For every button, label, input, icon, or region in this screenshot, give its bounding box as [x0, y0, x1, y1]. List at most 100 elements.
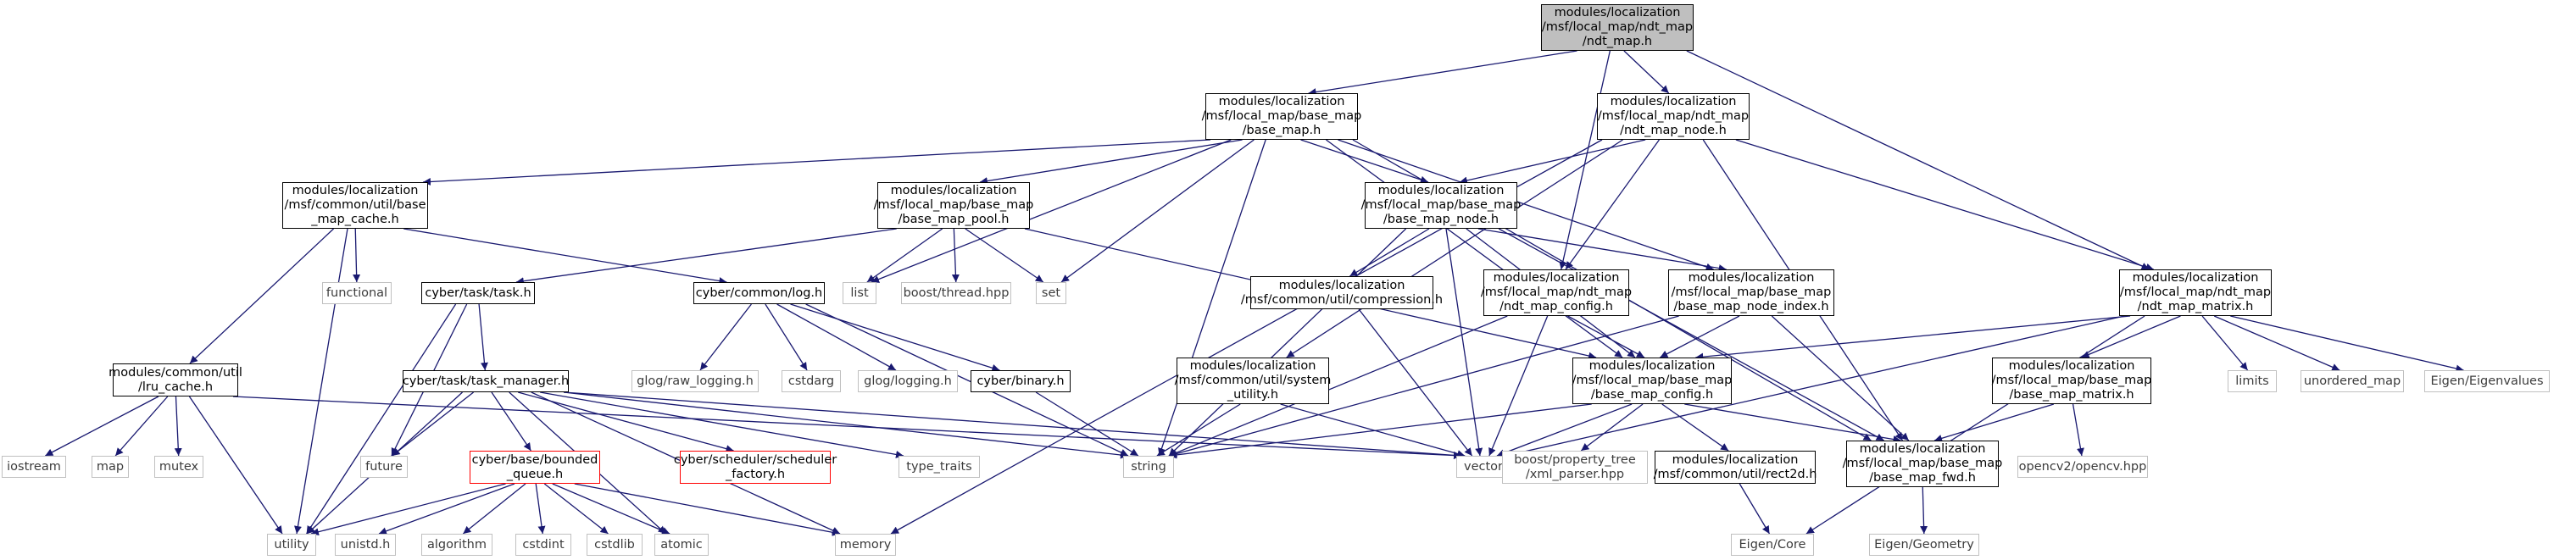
edge-base_map_node-to-string [1168, 228, 1407, 457]
node-ndt-map-config-h[interactable]: modules/localization /msf/local_map/ndt_… [1481, 269, 1632, 316]
node-limits[interactable]: limits [2228, 370, 2277, 392]
edge-ndt_map_config-to-base_map_config [1567, 315, 1645, 358]
node-atomic[interactable]: atomic [654, 534, 709, 556]
node-cyber-binary-h[interactable]: cyber/binary.h [971, 370, 1071, 392]
node-base-map-fwd-h[interactable]: modules/localization /msf/local_map/base… [1843, 441, 2002, 487]
node-base-map-matrix-h[interactable]: modules/localization /msf/local_map/base… [1992, 358, 2151, 404]
node-system-utility-h[interactable]: modules/localization /msf/common/util/sy… [1175, 358, 1331, 404]
node-string[interactable]: string [1123, 456, 1174, 478]
node-ndt-map-matrix-h[interactable]: modules/localization /msf/local_map/ndt_… [2119, 269, 2272, 316]
edge-base_map-to-base_map_config [1326, 139, 1623, 358]
edge-base_map_node_index-to-base_map_config [1660, 315, 1740, 358]
node-compression-h[interactable]: modules/localization /msf/common/util/co… [1241, 276, 1443, 309]
node-base-map-node-h[interactable]: modules/localization /msf/local_map/base… [1361, 182, 1521, 229]
edge-task_manager-to-type_traits [540, 391, 904, 458]
node-ndt-map-h[interactable]: modules/localization /msf/local_map/ndt_… [1541, 4, 1694, 51]
edge-base_map-to-base_map_node_index [1338, 139, 1714, 271]
node-bounded-queue-h[interactable]: cyber/base/bounded _queue.h [470, 451, 600, 484]
node-glog-raw-logging-h[interactable]: glog/raw_logging.h [631, 370, 759, 392]
node-cstdlib[interactable]: cstdlib [587, 534, 643, 556]
edge-log-to-cstdarg [765, 303, 808, 371]
edge-base_map-to-list [871, 139, 1232, 283]
edge-lru_cache-to-vector [232, 396, 1462, 460]
edge-base_map_pool-to-set [965, 228, 1044, 283]
node-base-map-pool-h[interactable]: modules/localization /msf/local_map/base… [874, 182, 1033, 229]
node-unistd-h[interactable]: unistd.h [335, 534, 396, 556]
node-set[interactable]: set [1036, 282, 1066, 304]
edge-base_map_config-to-xml_parser [1580, 403, 1644, 452]
edge-task-to-utility [306, 303, 457, 535]
edge-base_map_node-to-base_map_node_index [1477, 228, 1727, 272]
edge-base_map_cache-to-lru_cache [189, 228, 335, 364]
edge-task_manager-to-scheduler_factory [517, 391, 734, 452]
edge-base_map_cache-to-functional [353, 228, 361, 283]
node-mutex[interactable]: mutex [154, 456, 203, 478]
edge-ndt_map-to-ndt_map_config [1559, 50, 1611, 270]
edge-ndt_map_matrix-to-base_map_matrix [2081, 315, 2181, 358]
node-functional[interactable]: functional [322, 282, 392, 304]
node-cyber-common-log-h[interactable]: cyber/common/log.h [693, 282, 825, 304]
node-utility[interactable]: utility [267, 534, 316, 556]
edge-base_map-to-set [1060, 139, 1255, 283]
node-cyber-task-task-manager-h[interactable]: cyber/task/task_manager.h [403, 370, 569, 392]
node-iostream[interactable]: iostream [2, 456, 66, 478]
edge-ndt_map_config-to-string [1168, 315, 1508, 457]
edge-base_map_matrix-to-opencv [2072, 403, 2084, 457]
node-list[interactable]: list [843, 282, 876, 304]
edge-log-to-string [805, 303, 1129, 457]
edge-base_map_config-to-base_map_fwd [1684, 403, 1901, 443]
node-scheduler-factory-h[interactable]: cyber/scheduler/scheduler _factory.h [674, 451, 837, 484]
edge-bounded_queue-to-algorithm [462, 483, 526, 535]
node-eigen-eigenvalues[interactable]: Eigen/Eigenvalues [2424, 370, 2550, 392]
node-eigen-core[interactable]: Eigen/Core [1731, 534, 1814, 556]
edge-bounded_queue-to-memory [574, 483, 841, 536]
node-unordered-map[interactable]: unordered_map [2301, 370, 2404, 392]
node-opencv-hpp[interactable]: opencv2/opencv.hpp [2017, 456, 2148, 478]
edge-ndt_map_matrix-to-vector [1505, 315, 2125, 458]
node-boost-thread-hpp[interactable]: boost/thread.hpp [901, 282, 1011, 304]
edge-ndt_map_matrix-to-base_map_config [1695, 315, 2131, 361]
node-base-map-cache-h[interactable]: modules/localization /msf/common/util/ba… [282, 182, 428, 229]
node-lru-cache-h[interactable]: modules/common/util /lru_cache.h [108, 363, 242, 396]
node-rect2d-h[interactable]: modules/localization /msf/common/util/re… [1654, 451, 1817, 484]
node-base-map-config-h[interactable]: modules/localization /msf/local_map/base… [1572, 358, 1732, 404]
node-cstdint[interactable]: cstdint [515, 534, 571, 556]
node-memory[interactable]: memory [835, 534, 896, 556]
edge-ndt_map_node-to-ndt_map_config [1565, 139, 1660, 270]
edge-base_map_fwd-to-eigen_geometry [1920, 486, 1928, 535]
node-ndt-map-node-h[interactable]: modules/localization /msf/local_map/ndt_… [1597, 93, 1750, 140]
edge-ndt_map_matrix-to-eigenvalues [2230, 315, 2464, 373]
node-algorithm[interactable]: algorithm [421, 534, 492, 556]
edge-base_map_config-to-rect2d [1661, 403, 1729, 452]
edge-base_map_node_index-to-base_map_fwd [1771, 315, 1910, 441]
node-vector[interactable]: vector [1456, 456, 1511, 478]
edge-bounded_queue-to-atomic [552, 483, 670, 535]
node-cstdarg[interactable]: cstdarg [782, 370, 841, 392]
edge-rect2d-to-eigen_core [1739, 483, 1771, 535]
node-base-map-node-index-h[interactable]: modules/localization /msf/local_map/base… [1668, 269, 1834, 316]
edge-lru_cache-to-map [114, 396, 169, 457]
node-cyber-task-task-h[interactable]: cyber/task/task.h [421, 282, 535, 304]
edge-ndt_map_node-to-system_utility [1286, 139, 1623, 358]
edge-log-to-raw_logging [699, 303, 752, 371]
node-base-map-h[interactable]: modules/localization /msf/local_map/base… [1202, 93, 1361, 140]
node-future[interactable]: future [360, 456, 408, 478]
edge-base_map_cache-to-utility [294, 228, 348, 535]
node-eigen-geometry[interactable]: Eigen/Geometry [1869, 534, 1979, 556]
edge-base_map_cache-to-log [403, 228, 727, 285]
node-xml-parser-hpp[interactable]: boost/property_tree /xml_parser.hpp [1502, 451, 1648, 484]
edge-base_map_matrix-to-base_map_fwd [1933, 403, 2055, 442]
edge-task_manager-to-string [563, 391, 1129, 459]
edge-task_manager-to-future [392, 391, 475, 457]
edge-task_manager-to-vector [563, 391, 1462, 459]
edge-ndt_map-to-ndt_map_node [1623, 50, 1670, 94]
node-map[interactable]: map [92, 456, 129, 478]
node-type-traits[interactable]: type_traits [899, 456, 980, 478]
edge-ndt_map_config-to-vector [1488, 315, 1549, 457]
node-glog-logging-h[interactable]: glog/logging.h [858, 370, 958, 392]
edge-system_utility-to-vector [1280, 403, 1466, 457]
edge-ndt_map-to-base_map [1308, 50, 1577, 97]
edge-bounded_queue-to-cstdlib [543, 483, 609, 535]
edge-lru_cache-to-mutex [174, 396, 182, 457]
